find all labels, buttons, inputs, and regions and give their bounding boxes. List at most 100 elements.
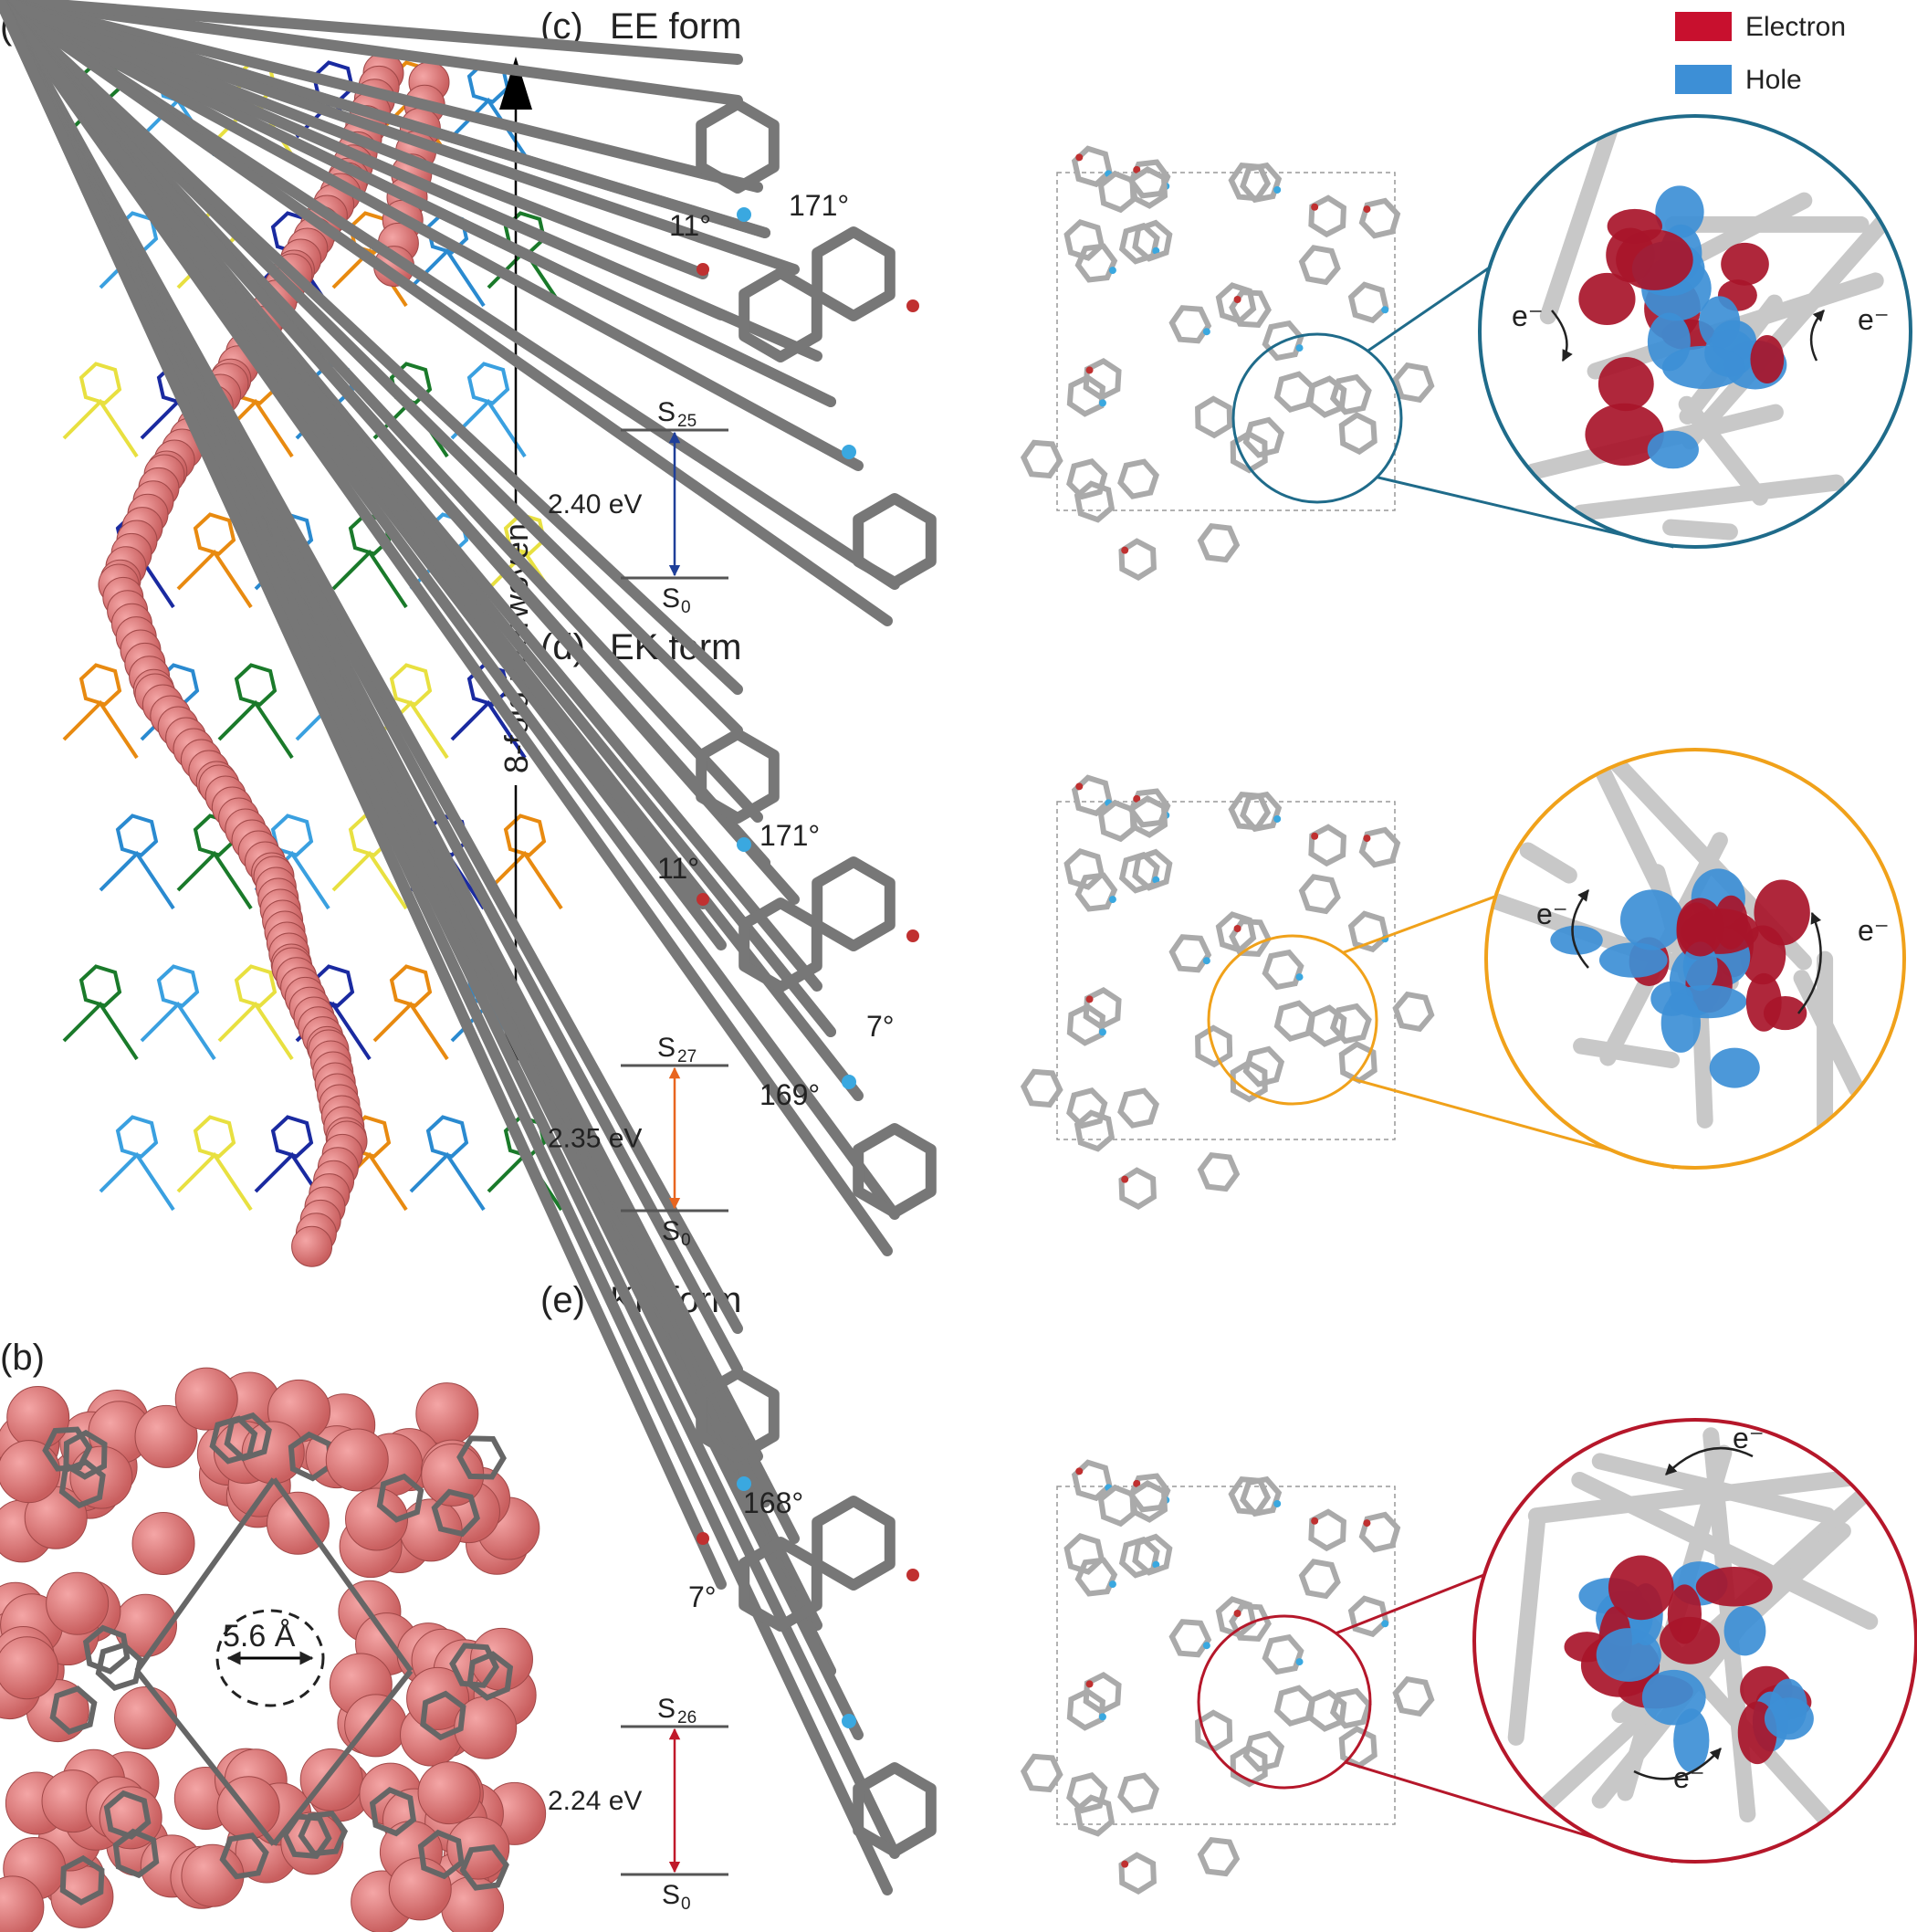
nitrogen-atom bbox=[1295, 344, 1304, 352]
transfer-arrow bbox=[1809, 310, 1825, 362]
ring bbox=[1074, 872, 1118, 912]
ring bbox=[1392, 1675, 1435, 1717]
oxygen-atom bbox=[1121, 1860, 1129, 1868]
bond bbox=[0, 0, 743, 106]
linker bbox=[176, 850, 253, 910]
electron-lobe bbox=[1676, 898, 1724, 957]
bond bbox=[0, 0, 708, 909]
ring bbox=[1273, 371, 1315, 413]
ring bbox=[1392, 362, 1435, 404]
upper-state-subscript: 26 bbox=[677, 1708, 697, 1727]
oxygen-atom bbox=[697, 1532, 709, 1545]
crystal-packing-d bbox=[1020, 748, 1906, 1211]
ring bbox=[417, 1829, 465, 1880]
ring bbox=[466, 362, 510, 405]
ring bbox=[812, 1496, 896, 1591]
ring bbox=[420, 1690, 466, 1741]
ring bbox=[1242, 1045, 1285, 1087]
bond bbox=[0, 0, 836, 407]
charge-density-zoom bbox=[1488, 751, 1902, 1166]
linker bbox=[62, 1001, 139, 1061]
oxygen-atom bbox=[1311, 832, 1319, 840]
ring bbox=[1228, 1475, 1272, 1516]
oxygen-atom bbox=[1075, 153, 1084, 162]
oxygen-atom bbox=[1233, 1610, 1241, 1618]
transfer-arrow bbox=[1665, 1446, 1754, 1475]
ring bbox=[42, 1426, 93, 1472]
oxygen-atom bbox=[1363, 205, 1371, 214]
hole-lobe bbox=[1673, 1708, 1710, 1773]
sphere bbox=[6, 1386, 70, 1450]
electron-lobe bbox=[1750, 335, 1785, 383]
crystal-packing-e bbox=[1020, 1418, 1917, 1895]
zoom-region-circle bbox=[1231, 332, 1403, 504]
nitrogen-atom bbox=[737, 1476, 751, 1491]
nitrogen-atom bbox=[1098, 1028, 1106, 1036]
bond bbox=[0, 0, 864, 471]
ring bbox=[49, 1685, 98, 1736]
oxygen-atom bbox=[906, 929, 919, 942]
pore-dashed-circle bbox=[215, 1609, 325, 1707]
sphere bbox=[291, 1225, 333, 1267]
ring bbox=[1307, 375, 1347, 418]
ring bbox=[1228, 791, 1272, 831]
linker bbox=[134, 1477, 277, 1673]
linker bbox=[62, 699, 139, 760]
oxygen-atom bbox=[697, 893, 709, 906]
nitrogen-atom bbox=[1202, 1642, 1210, 1650]
transfer-arrow bbox=[1551, 310, 1573, 362]
ring bbox=[1132, 219, 1173, 262]
ring bbox=[1117, 1087, 1159, 1129]
ring bbox=[696, 99, 780, 194]
oxygen-atom bbox=[1133, 165, 1141, 173]
ring bbox=[1308, 824, 1346, 867]
oxygen-atom bbox=[1075, 782, 1084, 791]
ring bbox=[1020, 1068, 1063, 1108]
ring bbox=[1329, 373, 1372, 415]
nitrogen-atom bbox=[737, 837, 751, 852]
bond bbox=[0, 0, 800, 275]
bond bbox=[1678, 395, 1769, 506]
angle-label: 7° bbox=[866, 1010, 895, 1043]
sphere bbox=[46, 1571, 110, 1635]
ring bbox=[456, 1435, 507, 1480]
ring bbox=[812, 226, 896, 321]
transition-energy-label: 2.40 eV bbox=[548, 489, 642, 520]
oxygen-atom bbox=[1311, 1517, 1319, 1525]
ring bbox=[1074, 480, 1116, 523]
ring bbox=[209, 1415, 258, 1465]
ring bbox=[1358, 1511, 1401, 1553]
ring bbox=[1229, 919, 1272, 957]
lower-state-subscript: 0 bbox=[681, 1895, 691, 1914]
unit-cell bbox=[1056, 172, 1396, 511]
ring bbox=[1329, 1003, 1372, 1045]
crystal-packing-c bbox=[1020, 114, 1912, 582]
ring bbox=[1117, 458, 1159, 499]
hole-lobe bbox=[1655, 185, 1704, 238]
oxygen-atom bbox=[697, 263, 709, 276]
electron-label: e⁻ bbox=[1512, 299, 1544, 332]
zoom-connector bbox=[1367, 265, 1492, 352]
ring bbox=[1063, 1533, 1105, 1575]
upper-state-subscript: 25 bbox=[677, 412, 697, 431]
ring bbox=[1127, 1473, 1171, 1513]
ring bbox=[79, 964, 122, 1008]
electron-lobe bbox=[1721, 242, 1769, 286]
zoom-circle bbox=[1472, 1418, 1917, 1864]
ring bbox=[79, 362, 122, 405]
ring bbox=[115, 1115, 159, 1159]
ring bbox=[369, 1786, 417, 1837]
ring bbox=[1071, 1459, 1113, 1502]
ring bbox=[1197, 1152, 1241, 1192]
ring bbox=[156, 964, 200, 1008]
ring bbox=[389, 964, 433, 1008]
sphere bbox=[388, 1857, 452, 1921]
linker bbox=[99, 1151, 175, 1212]
oxygen-atom bbox=[1133, 794, 1141, 803]
ring bbox=[1307, 1689, 1347, 1732]
ring bbox=[1117, 1772, 1159, 1813]
ring bbox=[376, 1473, 424, 1523]
electron-lobe bbox=[1608, 1555, 1674, 1621]
angle-label: 7° bbox=[688, 1580, 717, 1613]
electron-lobe bbox=[1598, 357, 1654, 412]
